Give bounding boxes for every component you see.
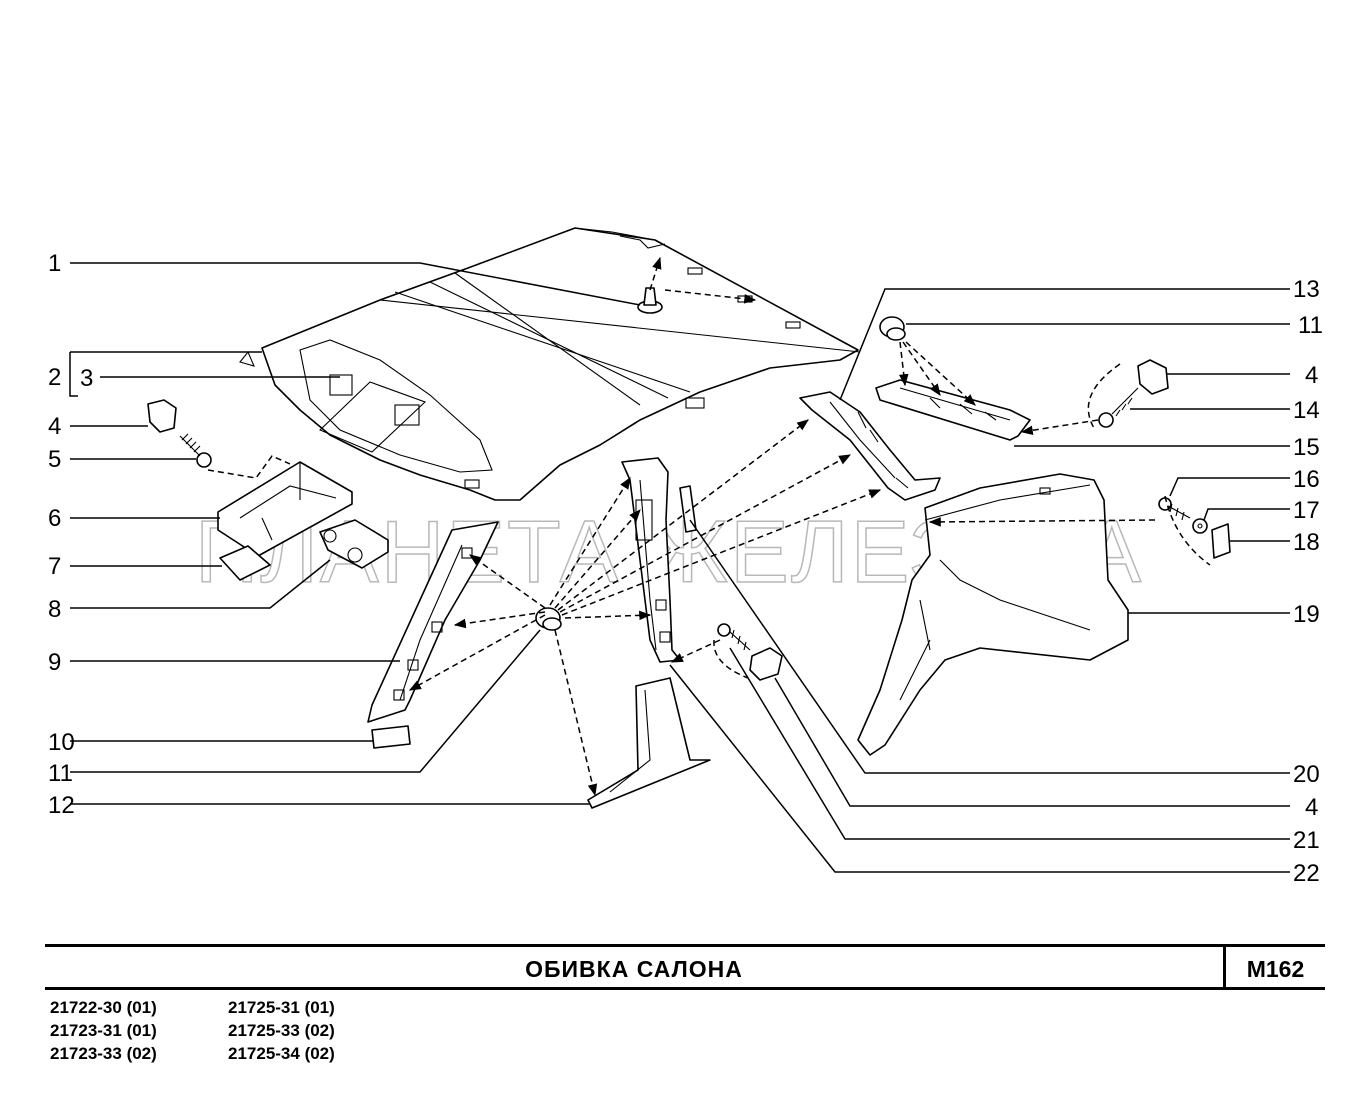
callout-17: 17 — [1293, 497, 1320, 524]
callout-16: 16 — [1293, 466, 1320, 493]
callout-11-left: 11 — [48, 760, 73, 787]
callout-6: 6 — [48, 505, 61, 532]
title-divider — [1223, 947, 1226, 987]
model-code: 21725-31 (01) — [228, 998, 335, 1017]
callout-10: 10 — [48, 729, 75, 756]
model-code: 21722-30 (01) — [50, 998, 157, 1017]
callout-4-right-upper: 4 — [1305, 362, 1318, 389]
washer-part — [1192, 518, 1208, 534]
callout-13: 13 — [1293, 276, 1320, 303]
assembly-arrows — [207, 256, 1211, 797]
callouts-right: 13 11 4 14 15 16 17 18 19 20 4 21 22 — [1293, 276, 1323, 887]
headliner-clip-part — [637, 287, 663, 314]
handle-right-upper-part — [1137, 359, 1169, 395]
holder-part — [319, 519, 389, 569]
model-code: 21723-33 (02) — [50, 1044, 157, 1063]
plug-part — [371, 725, 411, 749]
leaders-left — [69, 262, 641, 805]
clip-11-lower-part — [535, 607, 562, 631]
screw-14-part — [1098, 387, 1139, 428]
callout-2: 2 — [48, 364, 61, 391]
callout-7: 7 — [48, 553, 61, 580]
trunk-trim-part — [857, 473, 1129, 756]
callout-1: 1 — [48, 250, 61, 277]
handle-left-part — [147, 399, 177, 433]
lens-part — [219, 545, 271, 581]
title-block: ОБИВКА САЛОНА M162 — [45, 944, 1325, 990]
screw-16-part — [1158, 497, 1191, 521]
callout-20: 20 — [1293, 761, 1320, 788]
callout-12: 12 — [48, 792, 75, 819]
model-code: 21723-31 (01) — [50, 1021, 157, 1040]
clip-11-upper-part — [879, 316, 906, 341]
callout-21: 21 — [1293, 827, 1320, 854]
callouts-left: 1 2 3 4 5 6 7 8 9 10 11 12 — [48, 250, 93, 819]
c-pillar-trim-part — [799, 391, 941, 501]
callout-18: 18 — [1293, 529, 1320, 556]
headliner-part — [239, 227, 861, 501]
callout-5: 5 — [48, 446, 61, 473]
plate-20-part — [679, 485, 697, 533]
callout-14: 14 — [1293, 397, 1320, 424]
callout-8: 8 — [48, 596, 61, 623]
callout-4-left: 4 — [48, 413, 61, 440]
shelf-trim-part — [875, 379, 1031, 441]
page-title: ОБИВКА САЛОНА — [525, 956, 743, 982]
callout-4-right-lower: 4 — [1305, 794, 1318, 821]
nut-clip-part — [1211, 523, 1231, 559]
screw-5-part — [179, 433, 212, 468]
handle-right-lower-part — [749, 647, 783, 681]
callout-3: 3 — [80, 365, 93, 392]
callout-11-right: 11 — [1298, 312, 1323, 339]
callout-15: 15 — [1293, 434, 1320, 461]
callout-19: 19 — [1293, 601, 1320, 628]
leaders-right — [669, 288, 1290, 873]
model-code: 21725-34 (02) — [228, 1044, 335, 1063]
sheet-code: M162 — [1246, 956, 1305, 982]
model-code: 21725-33 (02) — [228, 1021, 335, 1040]
screw-21-part — [717, 623, 751, 651]
parts-diagram: ПЛАНЕТА ЖЕЛЕЗЯКА — [48, 227, 1323, 887]
callout-9: 9 — [48, 649, 61, 676]
callout-22: 22 — [1293, 860, 1320, 887]
